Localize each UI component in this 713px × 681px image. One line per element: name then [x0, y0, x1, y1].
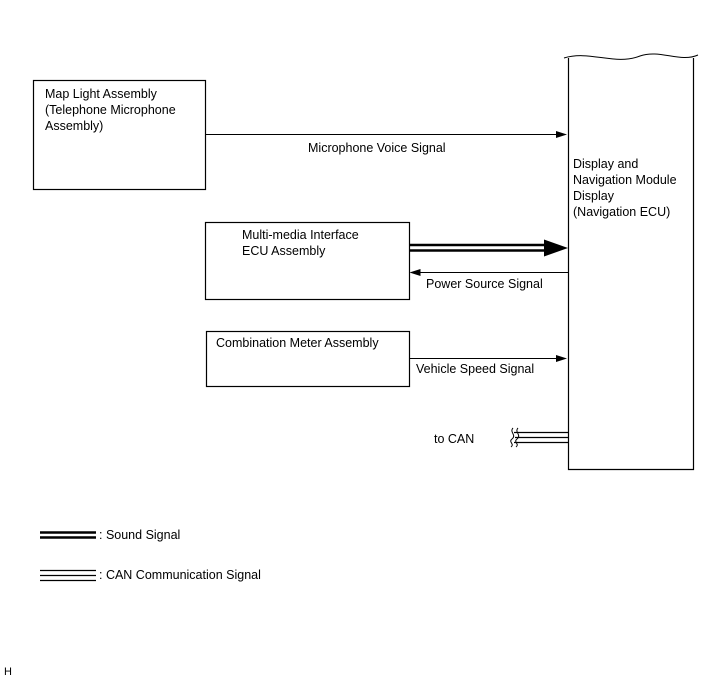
microphone-signal-arrowhead	[556, 131, 567, 138]
combination-meter-box	[205, 330, 411, 388]
microphone-voice-signal-label: Microphone Voice Signal	[308, 141, 446, 155]
legend-sound-signal-label: : Sound Signal	[99, 528, 181, 542]
display-ecu-box	[567, 58, 695, 471]
display-ecu-break-line	[563, 53, 699, 60]
map-light-box	[32, 79, 207, 191]
vehicle-speed-signal-label: Vehicle Speed Signal	[416, 362, 535, 376]
display-ecu-label: Display and Navigation Module Display (N…	[573, 157, 677, 219]
to-can-label: to CAN	[434, 432, 475, 446]
multimedia-label: Multi-media Interface ECU Assembly	[242, 228, 359, 258]
power-source-signal-label: Power Source Signal	[426, 277, 543, 291]
legend-can-signal-label: : CAN Communication Signal	[99, 568, 261, 582]
sound-signal-arrowhead	[544, 239, 568, 257]
map-light-label: Map Light Assembly (Telephone Microphone…	[45, 87, 176, 133]
vehicle-speed-arrowhead	[556, 355, 567, 362]
multimedia-box	[204, 221, 411, 301]
combination-meter-label: Combination Meter Assembly	[216, 336, 379, 350]
figure-code: H	[4, 666, 12, 678]
can-break-mark-2	[515, 427, 520, 448]
can-break-mark-1	[510, 427, 515, 448]
power-source-arrowhead	[409, 269, 421, 276]
